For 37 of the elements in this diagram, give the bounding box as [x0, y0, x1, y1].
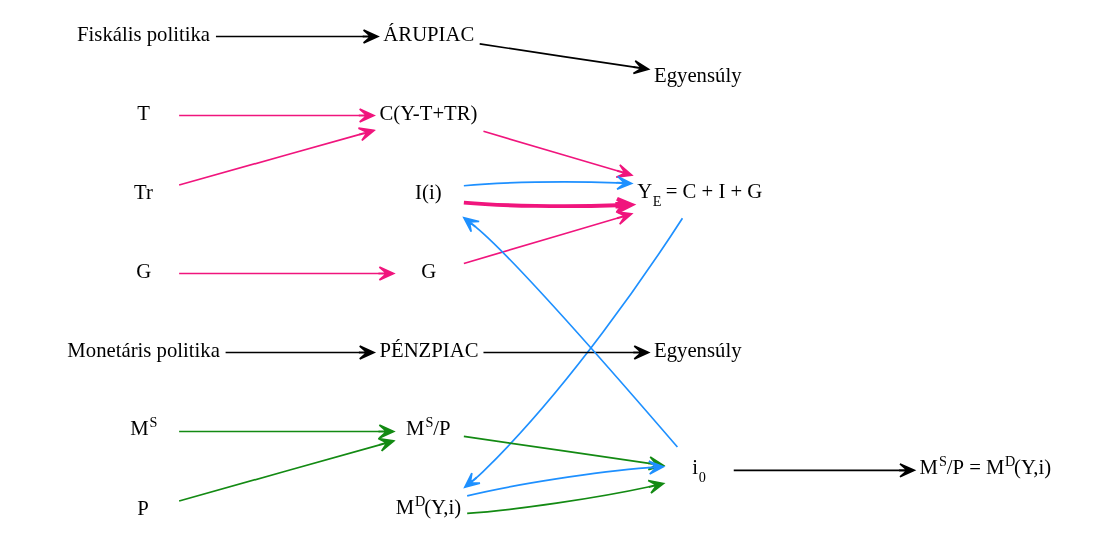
node-text: M$^{S}$/P = M$^{D}$(Y,i): [919, 452, 1051, 478]
arrow: [482, 130, 633, 179]
node-text: PÉNZPIAC: [378, 339, 478, 362]
arrow: [177, 127, 375, 186]
node-text: Monetáris politika: [66, 339, 220, 362]
arrow: [462, 216, 678, 448]
arrow: [478, 43, 649, 75]
arrow: [177, 108, 375, 123]
node-text: Egyensúly: [653, 339, 742, 362]
node-text: C(Y-T+TR): [378, 102, 477, 125]
arrow: [463, 196, 634, 214]
node-text: G: [135, 260, 151, 283]
arrow: [177, 437, 394, 502]
node-text: Fiskális politika: [76, 23, 210, 46]
arrow: [214, 29, 379, 44]
arrow: [177, 266, 394, 281]
arrow: [463, 217, 683, 489]
arrow: [177, 424, 394, 439]
arrow: [482, 345, 649, 360]
node-text: P: [136, 497, 149, 520]
node-text: i$_{0}$: [691, 455, 706, 485]
node-text: Y$_{E}$ = C + I + G: [636, 180, 762, 210]
arrow: [465, 479, 664, 515]
arrow: [732, 463, 915, 478]
node-text: T: [136, 102, 150, 125]
arrow: [462, 211, 632, 265]
node-text: Egyensúly: [653, 63, 742, 86]
node-text: M$^{D}$(Y,i): [395, 493, 461, 519]
node-text: G: [420, 260, 436, 283]
arrow: [462, 175, 632, 191]
arrow: [224, 345, 375, 360]
node-text: M$^{S}$/P: [405, 414, 451, 440]
node-text: I(i): [414, 181, 442, 204]
node-text: Tr: [133, 181, 153, 204]
node-text: ÁRUPIAC: [382, 23, 474, 46]
arrow: [465, 460, 664, 497]
node-text: M$^{S}$: [129, 414, 158, 440]
